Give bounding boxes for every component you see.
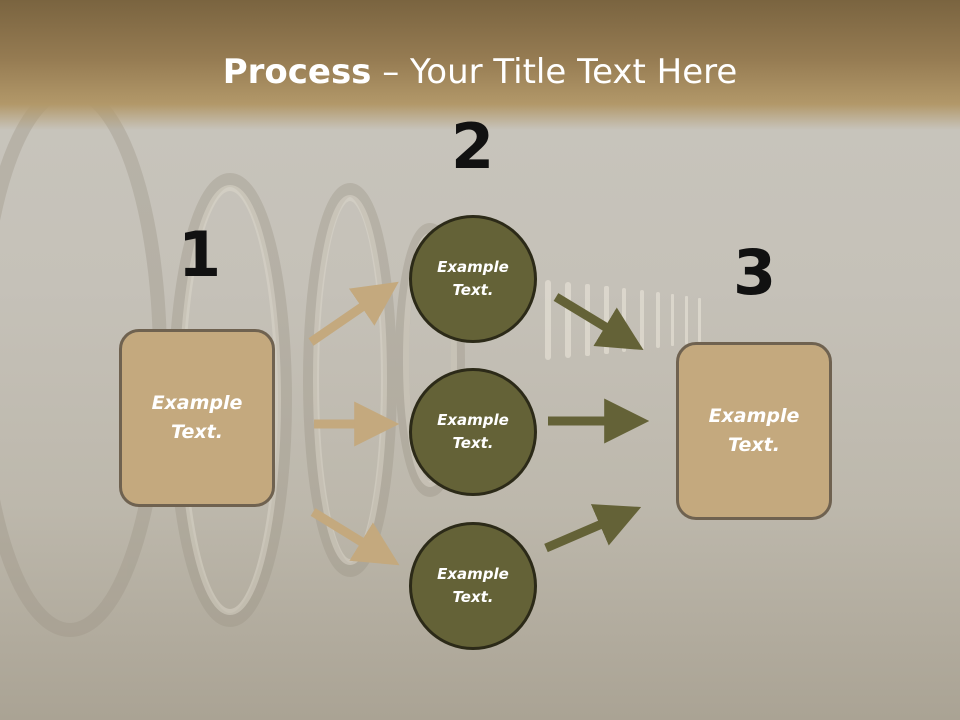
arrow-left-to-top [308,281,399,346]
circle-text-line2: Text. [452,281,494,299]
slide-title: Process – Your Title Text Here [0,52,960,92]
header-band [0,0,960,130]
title-bold: Process [222,52,372,92]
box-text-line2: Text. [171,421,223,443]
title-rest: – Your Title Text Here [371,52,738,92]
box-text-line2: Text. [728,434,780,456]
arrow-left-to-bottom [310,508,400,566]
step-number-1: 1 [178,218,222,291]
step-number-2: 2 [451,110,495,183]
arrow-bottom-to-right [544,504,642,553]
circle-text-line2: Text. [452,434,494,452]
step-number-3: 3 [733,236,777,309]
arrow-top-to-right [553,293,644,351]
box-text-line1: Example [708,405,800,427]
circle-text-line1: Example [437,258,509,276]
circle-text-line1: Example [437,565,509,583]
box-text-line1: Example [151,392,243,414]
circle-text-line2: Text. [452,588,494,606]
circle-text-line1: Example [437,411,509,429]
